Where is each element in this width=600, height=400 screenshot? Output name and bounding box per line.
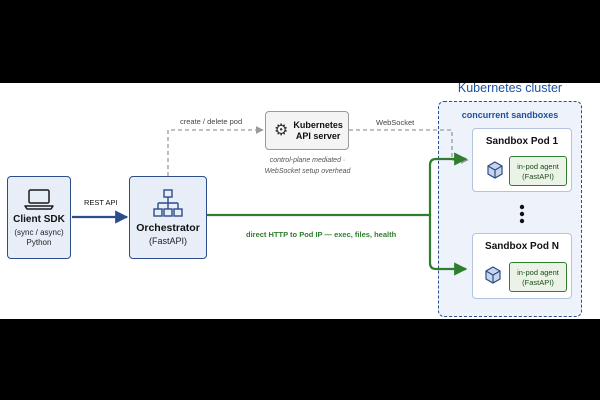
rest-api-label: REST API	[84, 198, 118, 207]
hierarchy-icon	[153, 189, 183, 217]
container-cube-icon	[487, 161, 503, 179]
overhead-note-line1: control-plane mediated ·	[269, 157, 346, 164]
k8s-api-line1: Kubernetes	[293, 120, 343, 130]
direct-http-branch-bottom	[428, 215, 468, 276]
k8s-api-line2: API server	[295, 131, 341, 141]
create-delete-arrow	[167, 126, 264, 176]
client-sdk-line1: (sync / async)	[14, 228, 64, 237]
in-pod-agent-n-line1: in-pod agent	[517, 267, 559, 277]
websocket-label: WebSocket	[376, 118, 415, 127]
diagram-canvas: Kubernetes cluster concurrent sandboxes	[0, 83, 600, 319]
in-pod-agent-1-line1: in-pod agent	[517, 161, 559, 171]
laptop-icon	[24, 189, 54, 210]
direct-http-label: direct HTTP to Pod IP — exec, files, hea…	[246, 230, 397, 239]
cluster-title: Kubernetes cluster	[457, 83, 563, 95]
connector-layer	[72, 126, 525, 276]
sandbox-pod-1-title: Sandbox Pod 1	[485, 136, 559, 147]
ellipsis-dot	[519, 204, 525, 210]
sandbox-pod-n: Sandbox Pod N in-pod agent (FastAPI)	[472, 233, 572, 299]
ellipsis-dot	[519, 211, 525, 217]
in-pod-agent-1-line2: (FastAPI)	[522, 171, 554, 181]
in-pod-agent-1: in-pod agent (FastAPI)	[509, 156, 567, 186]
overhead-note-line2: WebSocket setup overhead	[264, 168, 351, 175]
in-pod-agent-n: in-pod agent (FastAPI)	[509, 262, 567, 292]
in-pod-agent-n-line2: (FastAPI)	[522, 277, 554, 287]
create-delete-label: create / delete pod	[180, 117, 243, 126]
orchestrator-subtitle: (FastAPI)	[148, 236, 187, 246]
container-cube-icon	[485, 266, 501, 284]
client-sdk-box: Client SDK (sync / async) Python	[7, 176, 71, 259]
orchestrator-box: Orchestrator (FastAPI)	[129, 176, 207, 259]
kubernetes-api-server-box: ⚙ Kubernetes API server	[265, 111, 349, 150]
direct-http-branch-top	[428, 152, 468, 215]
client-sdk-title: Client SDK	[13, 214, 65, 225]
sandbox-pod-1: Sandbox Pod 1 in-pod agent (FastAPI)	[472, 128, 572, 192]
sandbox-pod-n-title: Sandbox Pod N	[485, 241, 559, 252]
websocket-arrow	[349, 129, 469, 164]
cluster-subtitle: concurrent sandboxes	[461, 110, 559, 120]
ellipsis-dot	[519, 218, 525, 224]
client-sdk-line2: Python	[26, 238, 52, 247]
orchestrator-title: Orchestrator	[136, 222, 200, 234]
gear-icon: ⚙	[274, 121, 289, 139]
